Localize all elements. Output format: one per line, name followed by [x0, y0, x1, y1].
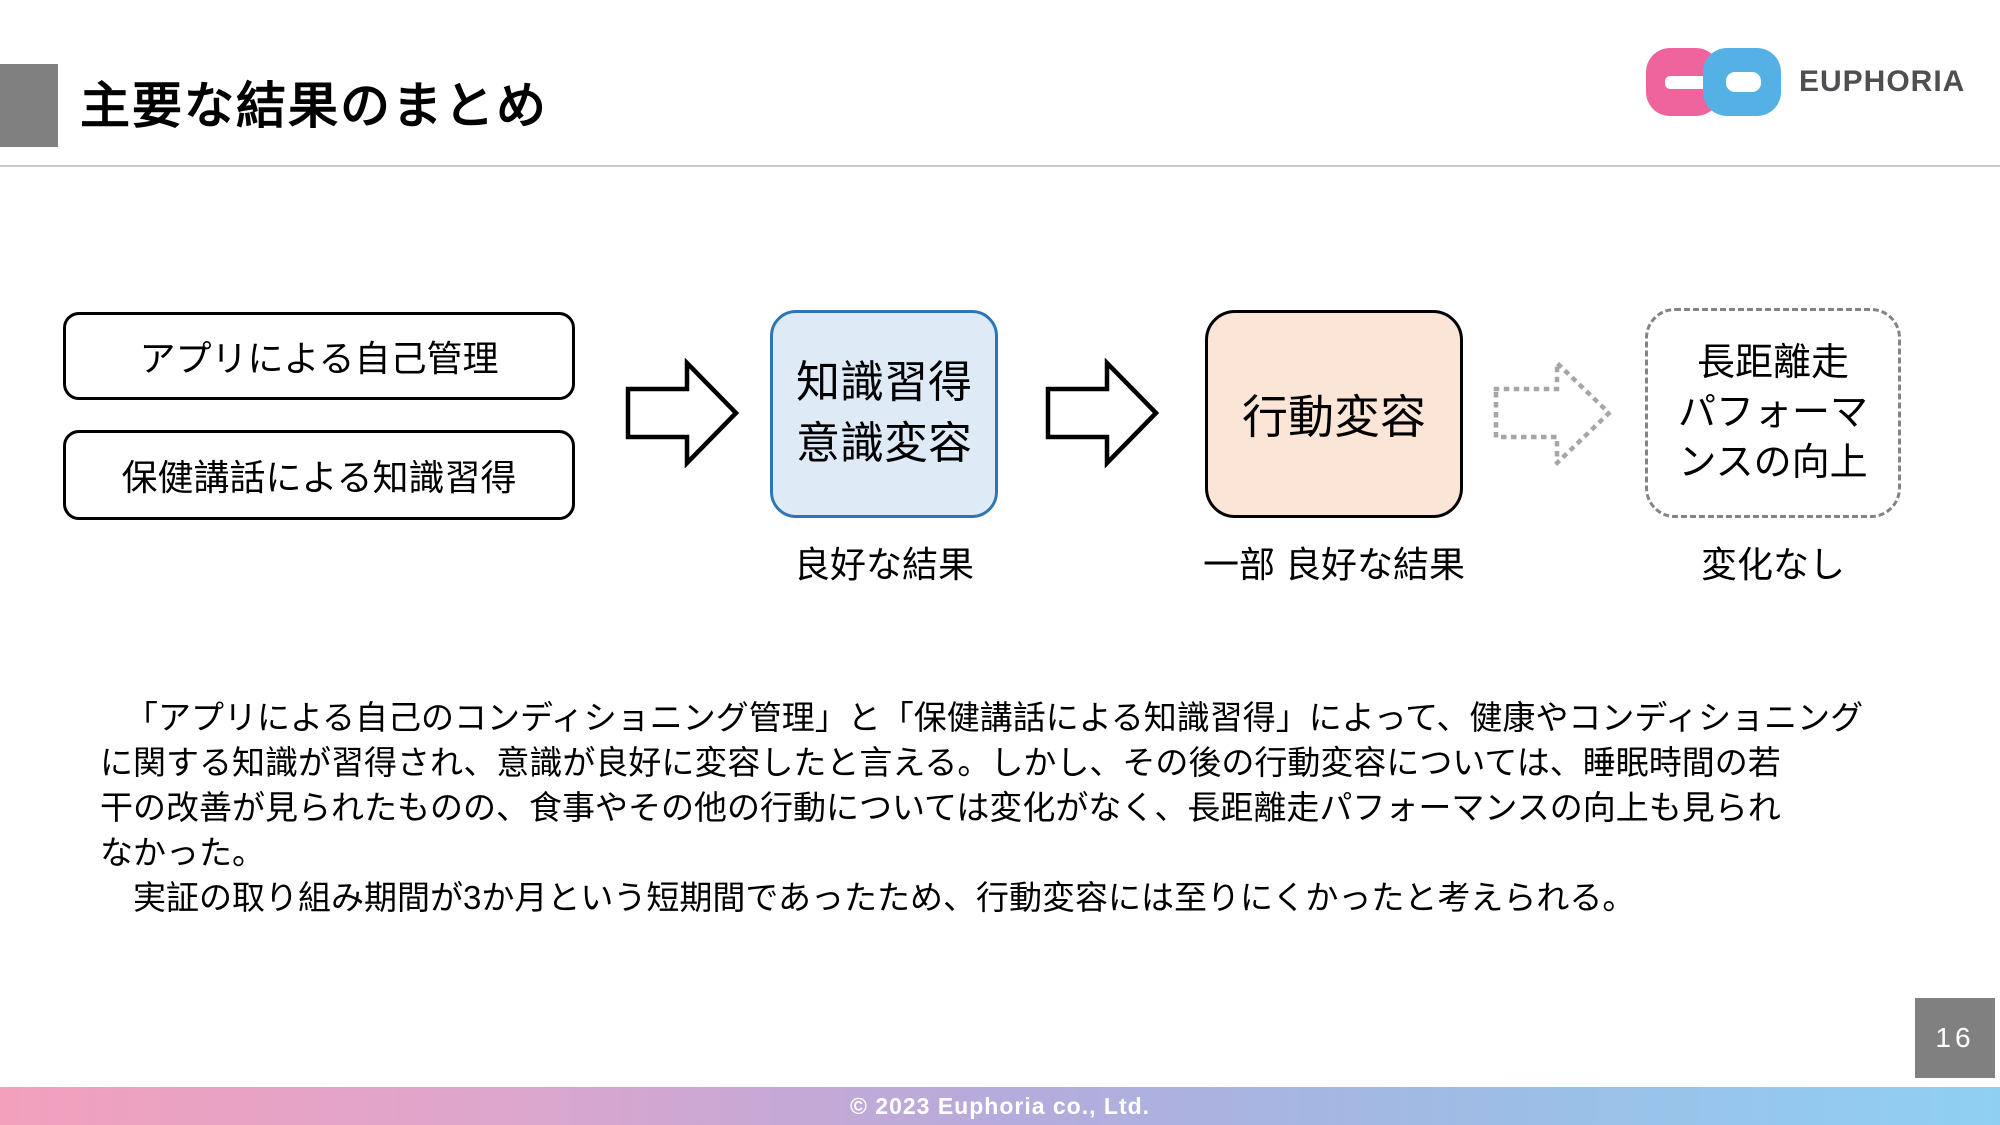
arrow-right-icon	[625, 358, 740, 468]
page-title: 主要な結果のまとめ	[80, 78, 548, 134]
stage-caption-performance: 変化なし	[1700, 544, 1845, 585]
page-number-badge: 16	[1915, 998, 1995, 1078]
arrow-right-icon	[1045, 358, 1160, 468]
body-text: 「アプリによる自己のコンディショニング管理」と「保健講話による知識習得」によって…	[100, 695, 1920, 920]
body-line: 実証の取り組み期間が3か月という短期間であったため、行動変容には至りにくかったと…	[100, 879, 1636, 916]
footer-copyright: © 2023 Euphoria co., Ltd.	[849, 1092, 1151, 1119]
body-line: 「アプリによる自己のコンディショニング管理」と「保健講話による知識習得」によって…	[125, 699, 1864, 736]
stage-caption-behavior: 一部 良好な結果	[1202, 544, 1465, 585]
stage-box-behavior: 行動変容	[1205, 310, 1463, 518]
company-logo: EUPHORIA	[1645, 44, 1965, 120]
input-box-lecture: 保健講話による知識習得	[63, 430, 575, 520]
stage-box-knowledge: 知識習得 意識変容	[770, 310, 998, 518]
logo-mark-icon	[1646, 48, 1781, 116]
body-line: なかった。	[100, 834, 265, 871]
dotted-arrow-right-icon	[1493, 357, 1613, 468]
input-box-app: アプリによる自己管理	[63, 312, 575, 400]
stage-box-performance: 長距離走 パフォーマ ンスの向上	[1645, 308, 1901, 518]
logo-brand-text: EUPHORIA	[1799, 65, 1966, 98]
footer-bar: © 2023 Euphoria co., Ltd.	[0, 1087, 2000, 1125]
body-line: 干の改善が見られたものの、食事やその他の行動については変化がなく、長距離走パフォ…	[100, 789, 1781, 826]
body-line: に関する知識が習得され、意識が良好に変容したと言える。しかし、その後の行動変容に…	[100, 744, 1781, 781]
stage-caption-knowledge: 良好な結果	[793, 544, 974, 585]
header-divider	[0, 165, 2000, 167]
header-accent-square	[0, 64, 58, 147]
